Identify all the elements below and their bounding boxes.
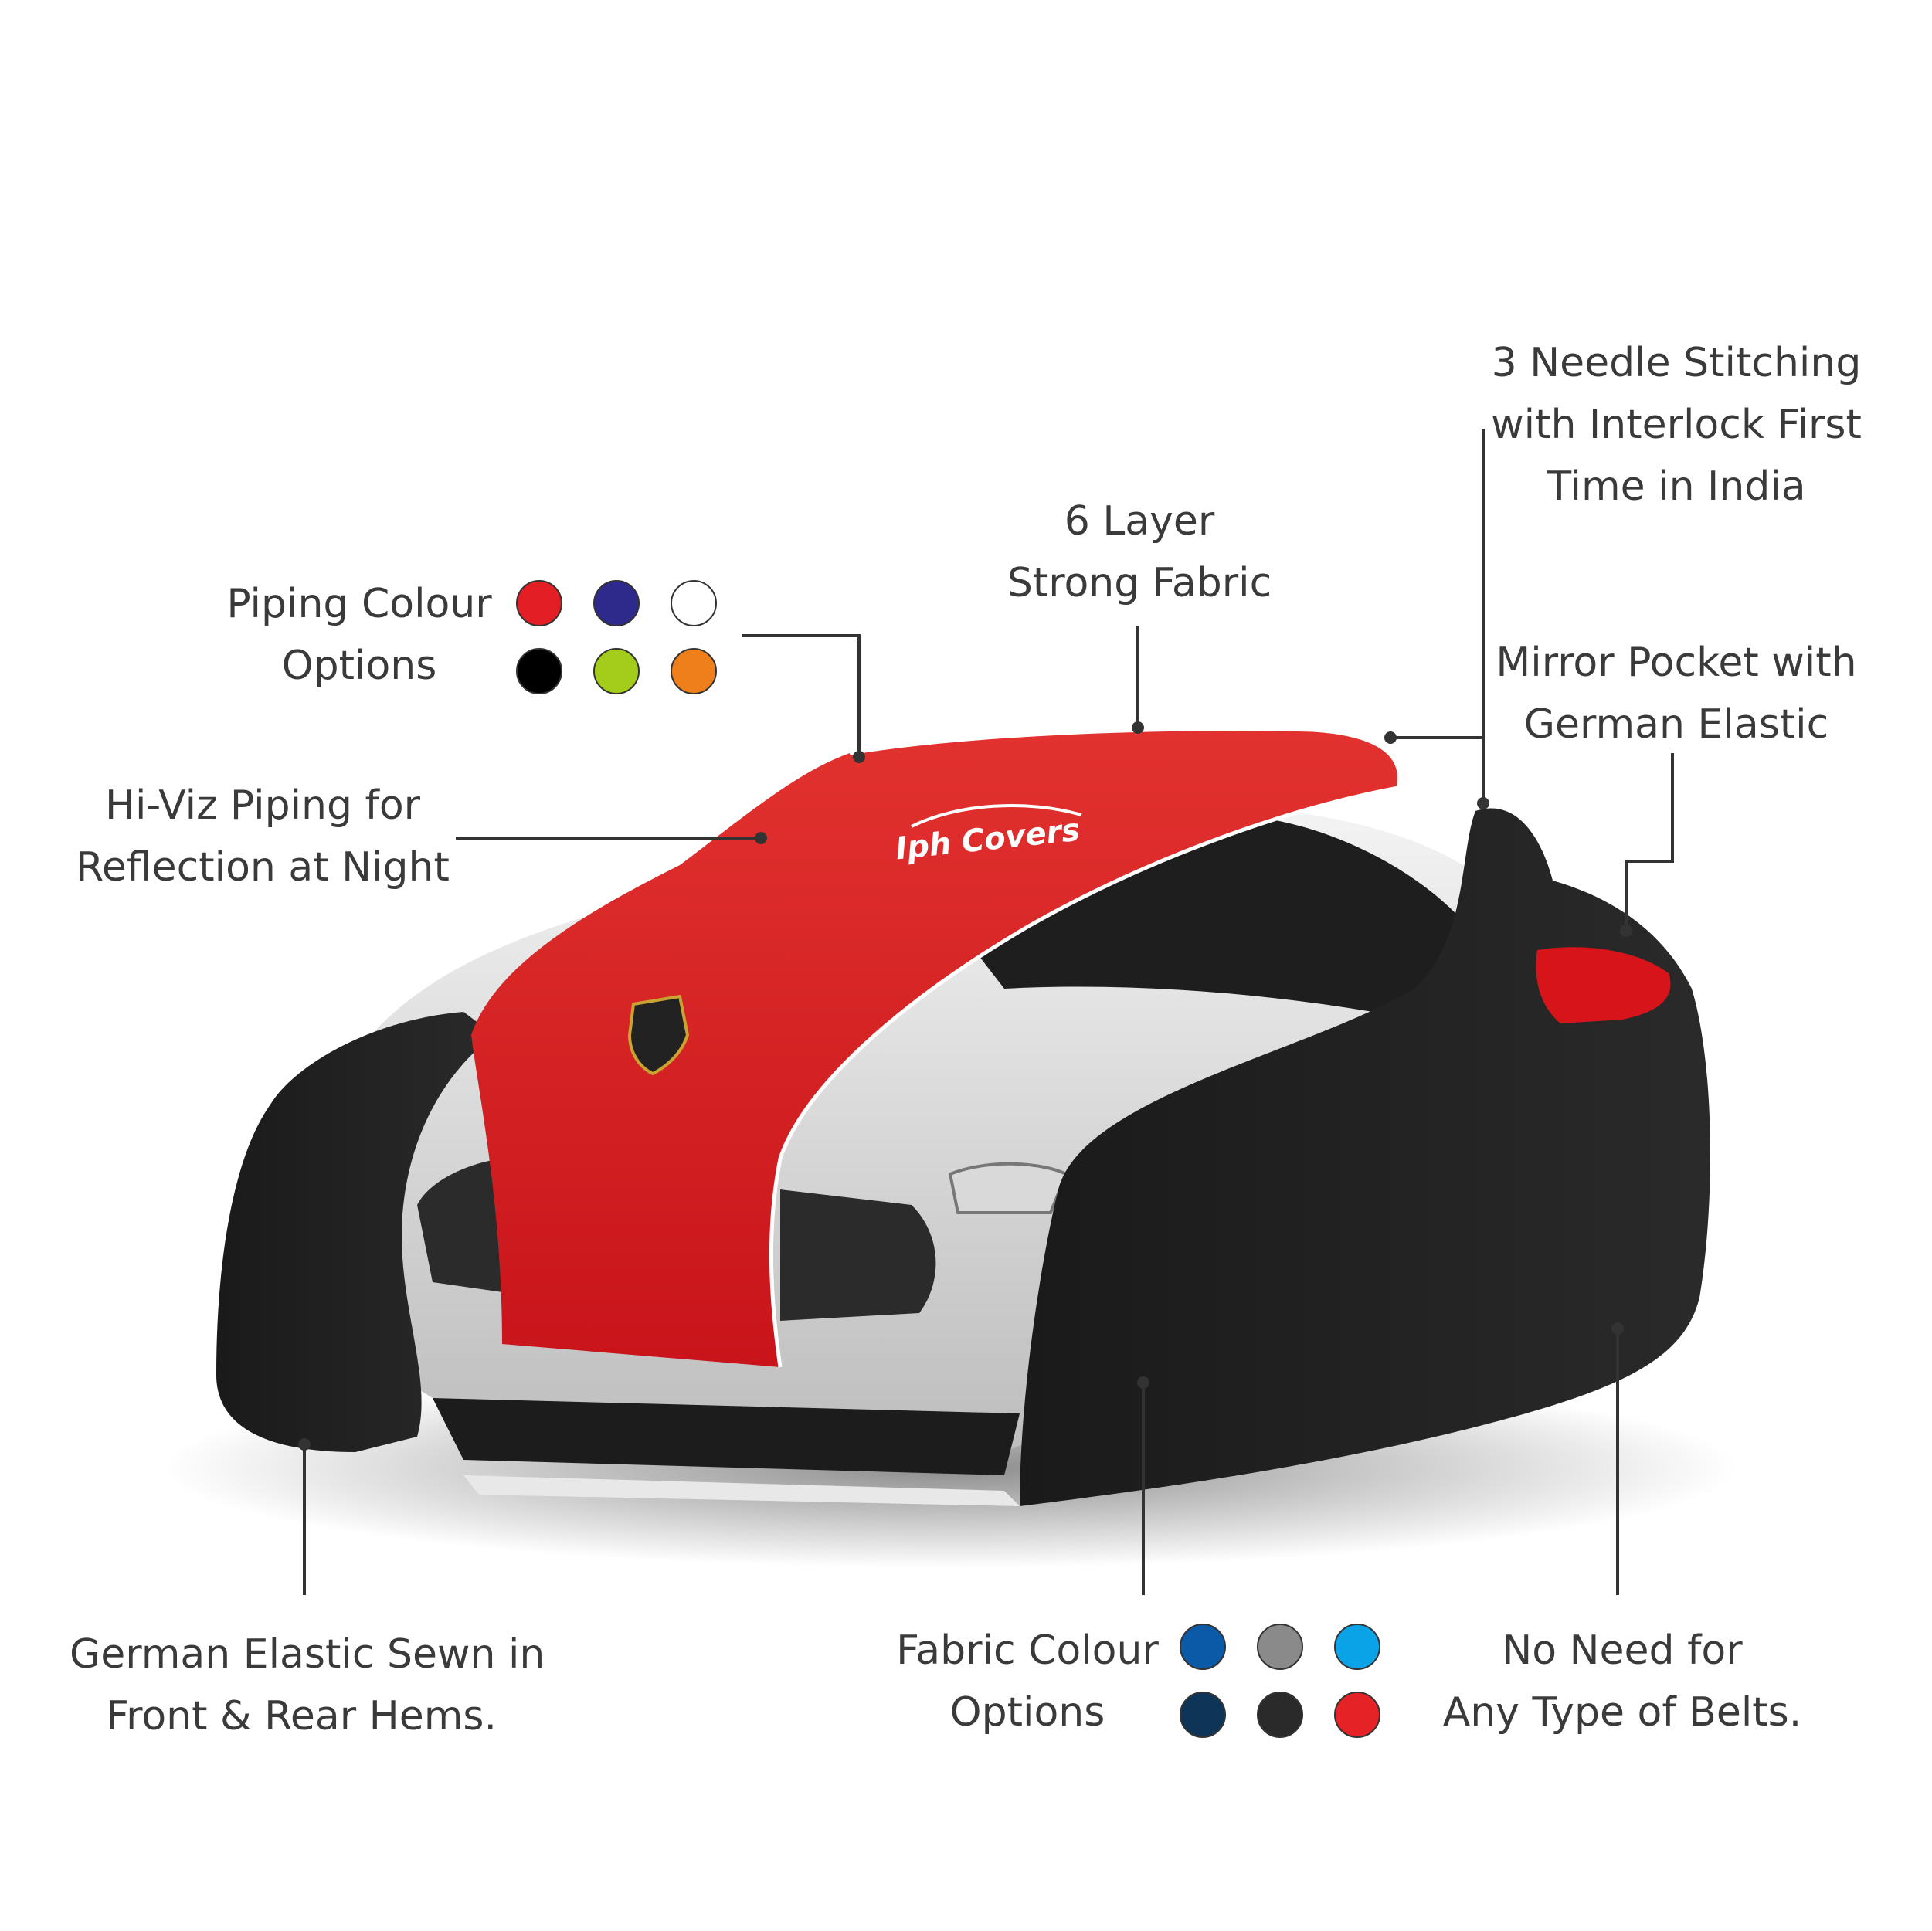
callout-line: German Elastic (1523, 701, 1829, 748)
callout-line: Piping Colour (226, 581, 492, 627)
hi-viz-piping (849, 727, 1401, 789)
callout-line: Options (281, 643, 437, 689)
callout-line: with Interlock First (1491, 402, 1862, 448)
fabric-colour-swatch-4[interactable] (1180, 1692, 1226, 1738)
piping-colour-swatch-6[interactable] (671, 648, 717, 694)
callout-line: Reflection at Night (76, 844, 450, 891)
cover-red-strip (471, 728, 1400, 1367)
callout-mirror-pocket: Mirror Pocket with German Elastic (1483, 632, 1869, 755)
callout-line: Hi-Viz Piping for (104, 782, 421, 829)
callout-line: 3 Needle Stitching (1491, 340, 1862, 386)
leader-mirror (1625, 753, 1674, 931)
cover-left-black (216, 1012, 494, 1452)
callout-line: Any Type of Belts. (1442, 1689, 1802, 1736)
callout-line: Fabric Colour (896, 1627, 1159, 1674)
callout-line: Time in India (1547, 463, 1806, 510)
fabric-colour-swatch-5[interactable] (1257, 1692, 1303, 1738)
bumper-intake (433, 1398, 1020, 1475)
dot-needle-branch (1384, 731, 1397, 744)
brand-logo-swoosh (911, 804, 1082, 828)
piping-colour-swatches (516, 580, 720, 694)
mirror-pocket (1536, 947, 1671, 1023)
dot-piping (853, 751, 865, 763)
piping-colour-swatch-3[interactable] (671, 580, 717, 626)
dot-layer (1132, 721, 1144, 734)
fabric-colour-swatches (1180, 1624, 1384, 1738)
callout-fabric-colour: Fabric Colour Options (896, 1620, 1159, 1743)
callout-hi-viz: Hi-Viz Piping for Reflection at Night (70, 775, 456, 898)
callout-no-belts: No Need for Any Type of Belts. (1429, 1620, 1815, 1743)
grille-right (780, 1189, 936, 1321)
callout-lines (303, 429, 1674, 1595)
fabric-colour-swatch-1[interactable] (1180, 1624, 1226, 1670)
dot-fabric (1137, 1376, 1149, 1389)
dot-hiviz (755, 832, 767, 844)
piping-colour-swatch-1[interactable] (516, 580, 562, 626)
piping-colour-swatch-4[interactable] (516, 648, 562, 694)
fabric-colour-swatch-6[interactable] (1334, 1692, 1380, 1738)
fabric-colour-swatch-3[interactable] (1334, 1624, 1380, 1670)
dot-mirror (1620, 925, 1632, 937)
callout-line: 6 Layer (1064, 498, 1215, 545)
callout-dots (298, 721, 1632, 1451)
callout-line: Strong Fabric (1007, 560, 1272, 606)
callout-6-layer: 6 Layer Strong Fabric (981, 490, 1298, 614)
piping-colour-swatch-2[interactable] (593, 580, 640, 626)
headlight (948, 1162, 1068, 1214)
callout-line: Options (949, 1689, 1105, 1736)
callout-needle-stitching: 3 Needle Stitching with Interlock First … (1468, 332, 1885, 518)
leader-piping (742, 634, 861, 757)
bumper-trim (463, 1475, 1020, 1506)
callout-piping-colour: Piping Colour Options (216, 573, 502, 697)
callout-german-elastic: German Elastic Sewn in Front & Rear Hems… (70, 1624, 545, 1747)
piping-colour-swatch-5[interactable] (593, 648, 640, 694)
shield-icon (627, 994, 690, 1076)
fabric-colour-swatch-2[interactable] (1257, 1624, 1303, 1670)
hi-viz-piping-right (769, 786, 1399, 1368)
dot-elastic (298, 1438, 311, 1451)
callout-line: German Elastic Sewn in (70, 1631, 545, 1678)
dot-needle (1477, 797, 1489, 809)
dot-belts (1611, 1322, 1624, 1335)
callout-line: No Need for (1502, 1627, 1743, 1674)
callout-line: Front & Rear Hems. (105, 1693, 497, 1739)
callout-line: Mirror Pocket with (1496, 640, 1857, 686)
